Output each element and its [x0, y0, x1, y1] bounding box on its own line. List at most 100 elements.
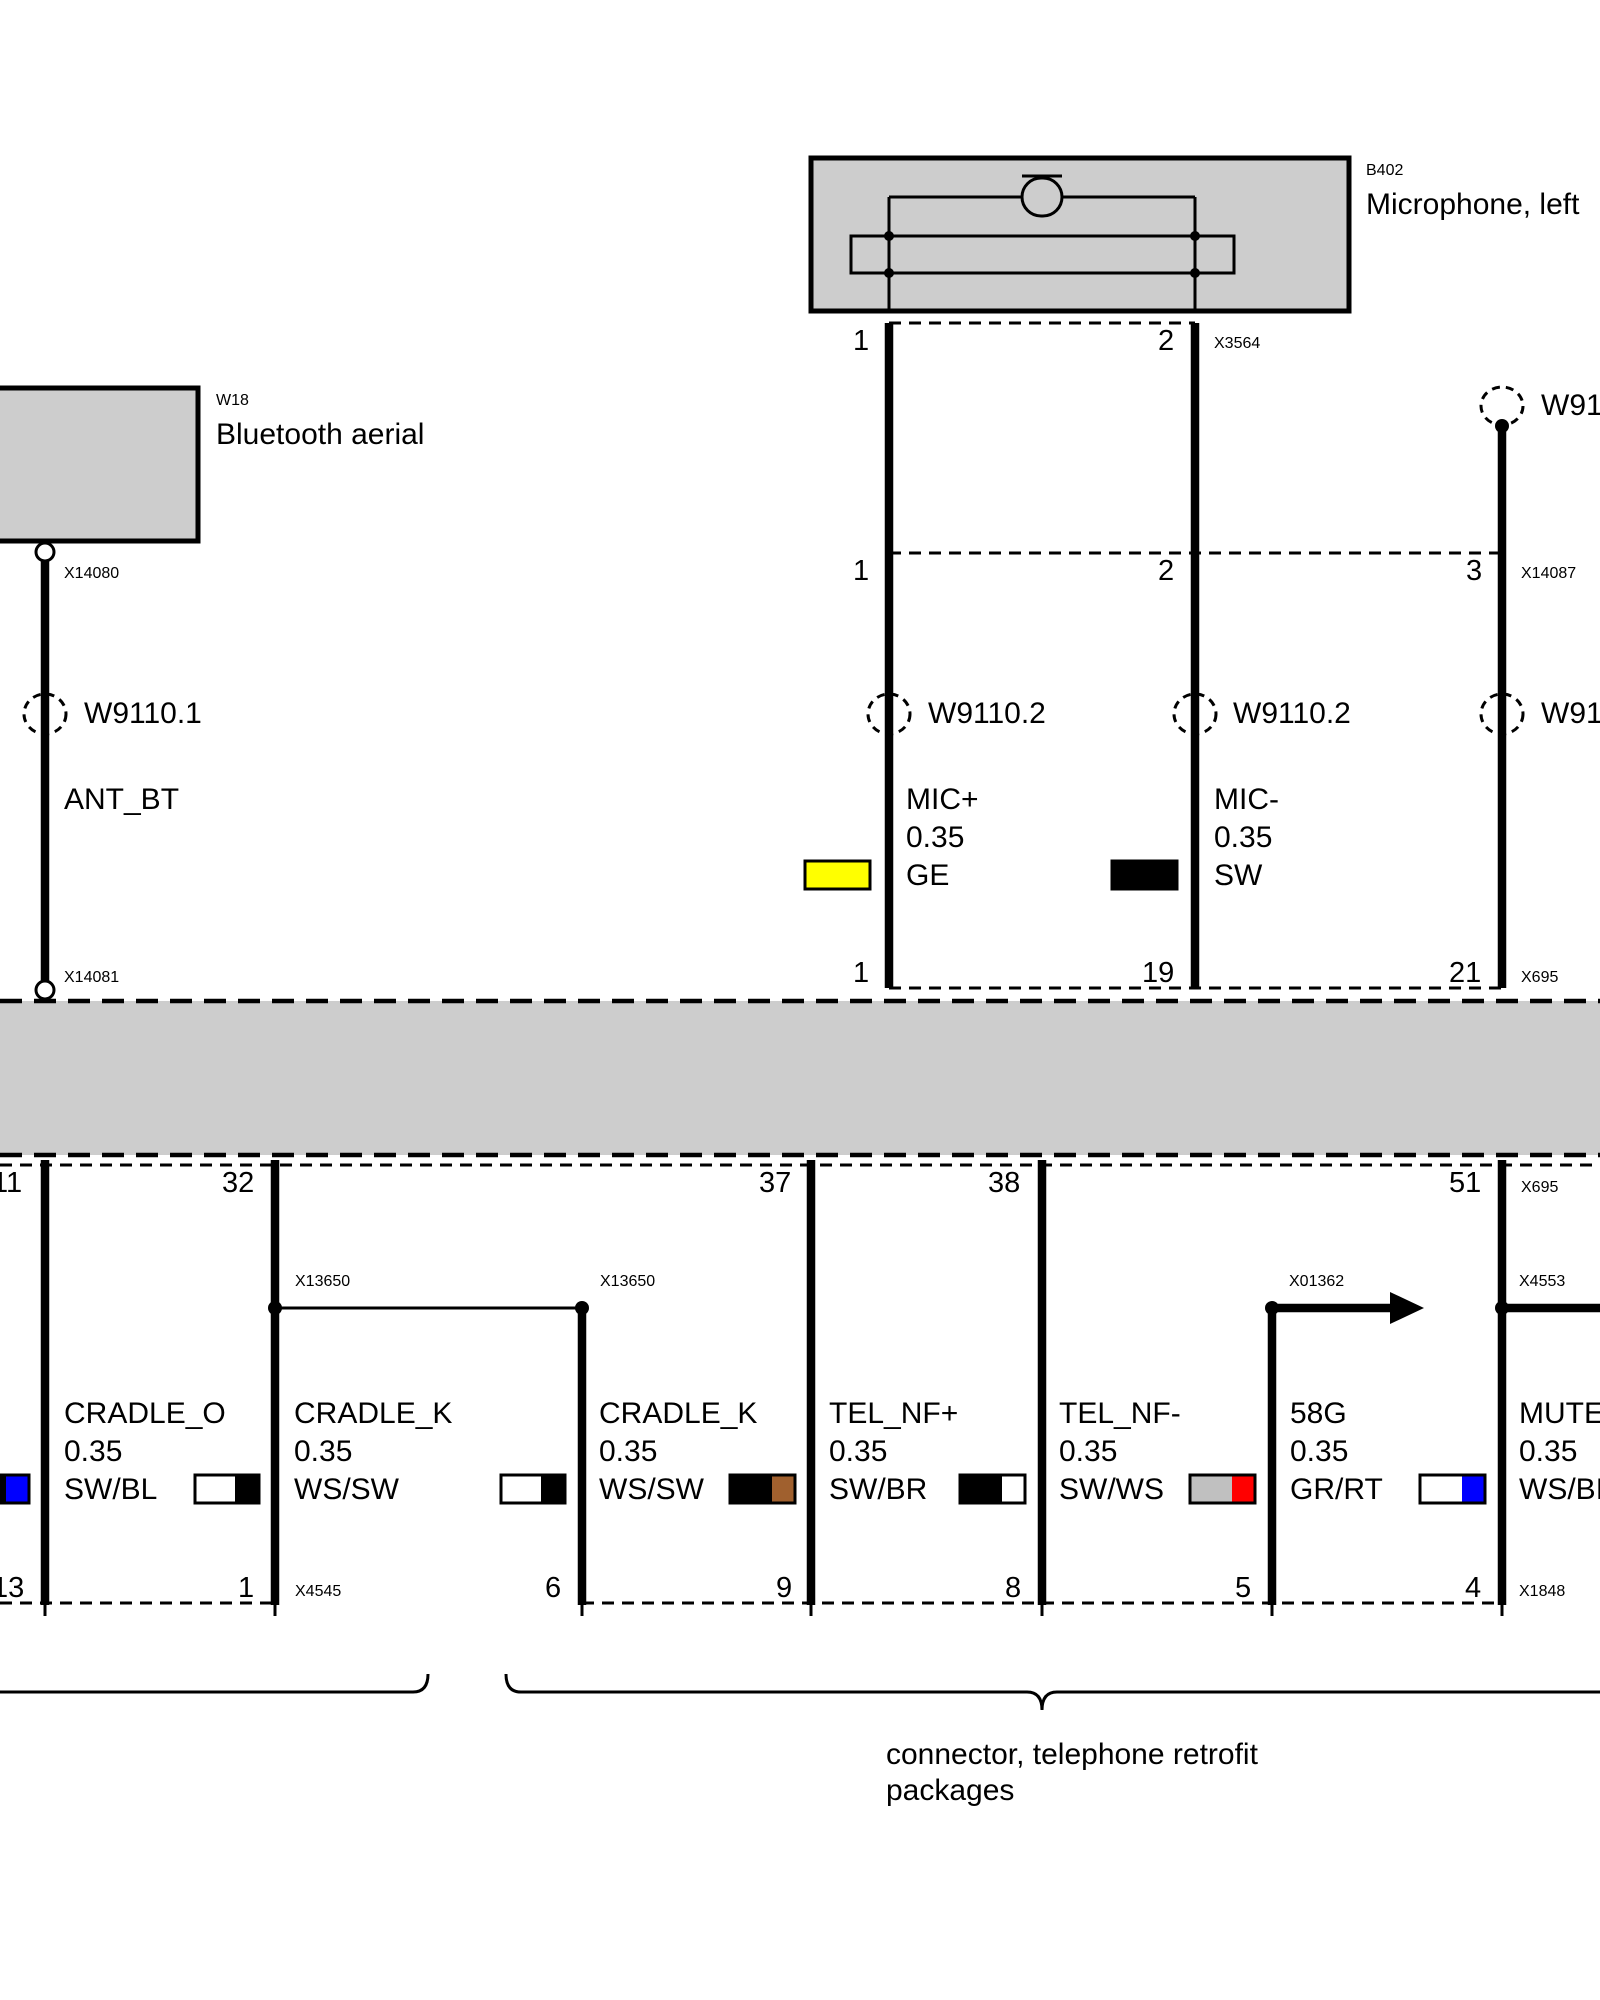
pin-label: 1 — [853, 957, 869, 989]
shield-icon — [1172, 692, 1218, 736]
terminal-open — [34, 979, 56, 1001]
wire-color-swatch — [803, 859, 872, 891]
svg-text:GR/RT: GR/RT — [1290, 1473, 1383, 1506]
svg-text:0.35: 0.35 — [294, 1435, 352, 1468]
shield-icon — [22, 692, 68, 736]
svg-text:CRADLE_K: CRADLE_K — [294, 1397, 452, 1430]
wire-label-58g: 58G 0.35 GR/RT — [1290, 1397, 1383, 1506]
pin-label: 11 — [0, 1167, 22, 1199]
svg-text:TEL_NF+: TEL_NF+ — [829, 1397, 958, 1430]
svg-text:SW/WS: SW/WS — [1059, 1473, 1164, 1506]
pin-label: 4 — [1465, 1572, 1481, 1604]
shield-label: W9110.1 — [84, 697, 202, 730]
pin-label: 32 — [222, 1167, 254, 1199]
svg-text:CRADLE_O: CRADLE_O — [64, 1397, 226, 1430]
caption-line-2: packages — [886, 1774, 1014, 1807]
shield-icon — [866, 692, 912, 736]
connector-label: X13650 — [600, 1273, 655, 1290]
pin-label: 8 — [1005, 1572, 1021, 1604]
wire-label-cradle-k-2: CRADLE_K 0.35 WS/SW — [599, 1397, 757, 1506]
svg-text:0.35: 0.35 — [1290, 1435, 1348, 1468]
wire-color: SW — [1214, 859, 1263, 892]
wire-signal: MIC- — [1214, 783, 1279, 816]
svg-text:0.35: 0.35 — [1059, 1435, 1117, 1468]
svg-text:WS/SW: WS/SW — [599, 1473, 705, 1506]
wire-color-swatch — [1418, 1473, 1487, 1505]
wire-signal: MIC+ — [906, 783, 979, 816]
wire-label-mute: MUTE 0.35 WS/BI — [1519, 1397, 1600, 1506]
pin-label: 1 — [238, 1572, 254, 1604]
bluetooth-aerial-component — [0, 385, 201, 544]
pin-ticks — [43, 1605, 1504, 1616]
shield-label: W91 — [1541, 697, 1600, 730]
connector-label: X13650 — [295, 1273, 350, 1290]
svg-text:0.35: 0.35 — [64, 1435, 122, 1468]
pin-label: 51 — [1449, 1167, 1481, 1199]
shield-label: W9110.2 — [928, 697, 1046, 730]
shield-icon — [1479, 385, 1525, 427]
connector-label: X01362 — [1289, 1273, 1344, 1290]
pin-label: 3 — [1466, 555, 1482, 587]
pin-label: 13 — [0, 1572, 24, 1604]
wire-signal: ANT_BT — [64, 783, 179, 816]
wire-gauge: 0.35 — [1214, 821, 1272, 854]
svg-text:SW/BR: SW/BR — [829, 1473, 927, 1506]
pin-label: 5 — [1235, 1572, 1251, 1604]
wire-label-cradle-o: CRADLE_O 0.35 SW/BL — [64, 1397, 226, 1506]
wire-label-cradle-k: CRADLE_K 0.35 WS/SW — [294, 1397, 452, 1506]
pin-label: 37 — [759, 1167, 791, 1199]
microphone-id: B402 — [1366, 162, 1403, 179]
pin-label: 9 — [776, 1572, 792, 1604]
microphone-name: Microphone, left — [1366, 188, 1580, 221]
wire-gauge: 0.35 — [906, 821, 964, 854]
splice-dot — [575, 1301, 589, 1315]
microphone-symbol-icon — [849, 174, 1236, 311]
control-unit-box — [0, 1001, 1600, 1155]
svg-text:CRADLE_K: CRADLE_K — [599, 1397, 757, 1430]
wire-color-swatch — [499, 1473, 567, 1505]
wire-color-swatch — [1188, 1473, 1257, 1505]
pin-label: 1 — [853, 555, 869, 587]
wire-label-tel-nf-plus: TEL_NF+ 0.35 SW/BR — [829, 1397, 958, 1506]
connector-label: X14080 — [64, 565, 119, 582]
wire-color-swatch — [193, 1473, 261, 1505]
aerial-name: Bluetooth aerial — [216, 418, 424, 451]
svg-text:TEL_NF-: TEL_NF- — [1059, 1397, 1181, 1430]
caption-line-1: connector, telephone retrofit — [886, 1738, 1259, 1771]
pin-label: 19 — [1142, 957, 1174, 989]
svg-text:0.35: 0.35 — [1519, 1435, 1577, 1468]
microphone-component — [808, 155, 1352, 314]
pin-label: 2 — [1158, 325, 1174, 357]
connector-label: X3564 — [1214, 335, 1260, 352]
pin-label: 2 — [1158, 555, 1174, 587]
pin-label: 1 — [853, 325, 869, 357]
wire-color-swatch — [958, 1473, 1027, 1505]
connector-label: X695 — [1521, 1179, 1558, 1196]
connector-label: X695 — [1521, 969, 1558, 986]
arrow-right-icon — [1390, 1292, 1424, 1324]
connector-label: X14087 — [1521, 565, 1576, 582]
svg-text:SW/BL: SW/BL — [64, 1473, 157, 1506]
brace-right — [504, 1673, 1600, 1711]
splice-dot — [268, 1301, 282, 1315]
pin-label: 6 — [545, 1572, 561, 1604]
wire-color-swatch — [0, 1473, 31, 1505]
svg-text:MUTE: MUTE — [1519, 1397, 1600, 1430]
svg-text:WS/BI: WS/BI — [1519, 1473, 1600, 1506]
connector-label: X4545 — [295, 1583, 341, 1600]
wire-color-swatch — [1110, 859, 1179, 891]
aerial-id: W18 — [216, 392, 249, 409]
connector-label: X4553 — [1519, 1273, 1565, 1290]
pin-label: 38 — [988, 1167, 1020, 1199]
shield-icon — [1479, 692, 1525, 736]
svg-text:58G: 58G — [1290, 1397, 1347, 1430]
wire-label-tel-nf-minus: TEL_NF- 0.35 SW/WS — [1059, 1397, 1181, 1506]
shield-label: W9110.2 — [1233, 697, 1351, 730]
svg-text:WS/SW: WS/SW — [294, 1473, 400, 1506]
svg-text:0.35: 0.35 — [599, 1435, 657, 1468]
connector-label: X1848 — [1519, 1583, 1565, 1600]
wire-color: GE — [906, 859, 949, 892]
wire-color-swatch — [728, 1473, 797, 1505]
connector-label: X14081 — [64, 969, 119, 986]
